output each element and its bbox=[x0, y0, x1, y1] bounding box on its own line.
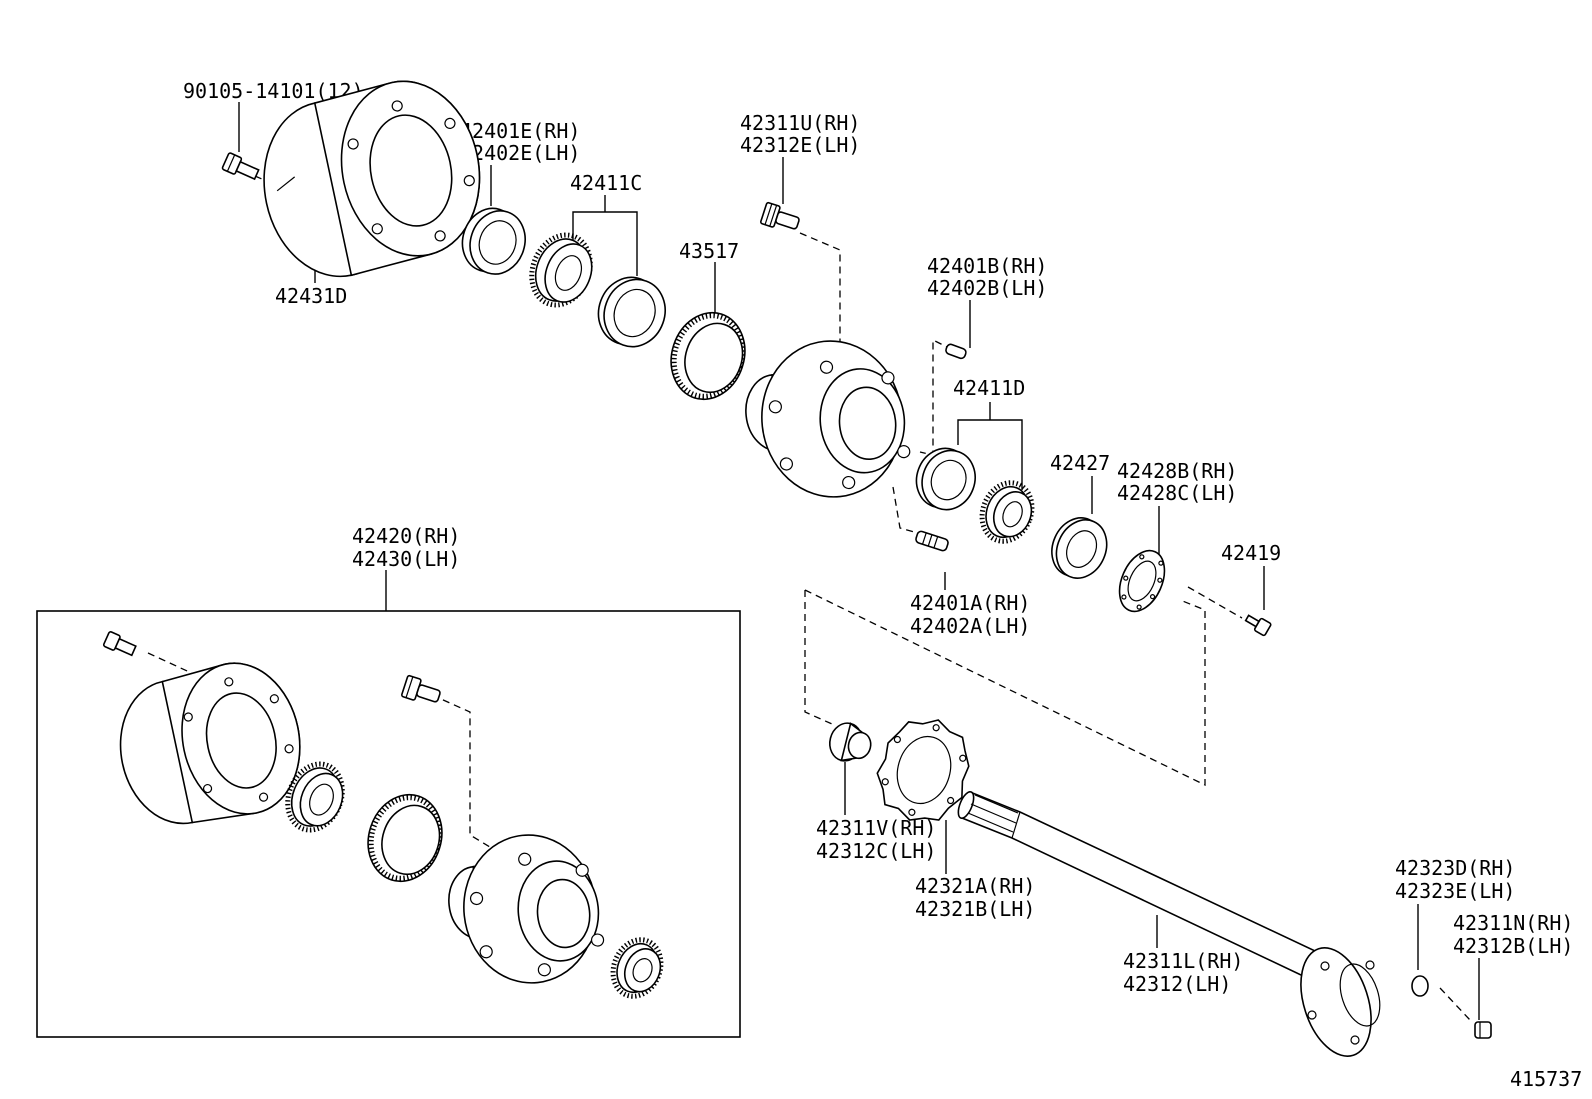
bearing-cone-42411c bbox=[529, 232, 593, 308]
axle-shaft-42311l bbox=[957, 790, 1381, 1057]
lock-washer-42428b bbox=[1118, 549, 1166, 613]
label-42311u: 42311U(RH) bbox=[740, 111, 860, 135]
label-42323e: 42323E(LH) bbox=[1395, 879, 1515, 903]
axle-hub bbox=[745, 340, 911, 498]
label-42312e: 42312E(LH) bbox=[740, 133, 860, 157]
label-42323d: 42323D(RH) bbox=[1395, 856, 1515, 880]
bearing-cup-42411c bbox=[597, 276, 666, 348]
abs-rotor-43517 bbox=[670, 311, 746, 401]
label-42402b: 42402B(LH) bbox=[927, 276, 1047, 300]
assembly-inner-bearing bbox=[610, 937, 664, 999]
bearing-cone-42411d bbox=[979, 480, 1035, 544]
label-42401e: 42401E(RH) bbox=[460, 119, 580, 143]
label-42430: 42430(LH) bbox=[352, 547, 460, 571]
label-42401b: 42401B(RH) bbox=[927, 254, 1047, 278]
label-42411c: 42411C bbox=[570, 171, 642, 195]
hub-bolt-42311u bbox=[760, 201, 800, 230]
label-42402a: 42402A(LH) bbox=[910, 614, 1030, 638]
label-42321b: 42321B(LH) bbox=[915, 897, 1035, 921]
label-42312c: 42312C(LH) bbox=[816, 839, 936, 863]
stud-42401a bbox=[915, 530, 949, 552]
label-42428c: 42428C(LH) bbox=[1117, 481, 1237, 505]
diagram-id: 415737 bbox=[1510, 1067, 1582, 1091]
label-42312: 42312(LH) bbox=[1123, 972, 1231, 996]
lock-nut-42427 bbox=[1051, 517, 1108, 579]
label-42401a: 42401A(RH) bbox=[910, 591, 1030, 615]
washer-42323d bbox=[1411, 975, 1429, 997]
assembly-abs-ring bbox=[367, 793, 443, 883]
label-42311n: 42311N(RH) bbox=[1453, 911, 1573, 935]
label-43517: 43517 bbox=[679, 239, 739, 263]
bolt-90105-14101 bbox=[221, 152, 260, 181]
oil-seal-42401e bbox=[461, 207, 526, 275]
label-42420: 42420(RH) bbox=[352, 524, 460, 548]
assembly-bearing-cone bbox=[285, 761, 345, 833]
leader-lines bbox=[238, 102, 1480, 1020]
label-42311v: 42311V(RH) bbox=[816, 816, 936, 840]
label-42311l: 42311L(RH) bbox=[1123, 949, 1243, 973]
label-42312b: 42312B(LH) bbox=[1453, 934, 1573, 958]
pin-42401b bbox=[945, 343, 967, 360]
assembly-bolt bbox=[102, 631, 137, 657]
screw-42419 bbox=[1244, 614, 1272, 637]
cone-42311v bbox=[829, 722, 872, 762]
assembly-hub-bolt bbox=[401, 674, 441, 703]
label-42427: 42427 bbox=[1050, 451, 1110, 475]
label-42419: 42419 bbox=[1221, 541, 1281, 565]
brake-drum-42431d bbox=[263, 80, 481, 278]
assembly-hub bbox=[448, 834, 605, 984]
label-42431d: 42431D bbox=[275, 284, 347, 308]
label-42428b: 42428B(RH) bbox=[1117, 459, 1237, 483]
label-42321a: 42321A(RH) bbox=[915, 874, 1035, 898]
part-labels: 90105-14101(12) 42431D 42401E(RH) 42402E… bbox=[183, 79, 1582, 1091]
nut-42311n bbox=[1474, 1021, 1492, 1039]
label-42411d: 42411D bbox=[953, 376, 1025, 400]
hub-drum-assembly-box bbox=[36, 610, 741, 1038]
label-42402e: 42402E(LH) bbox=[460, 141, 580, 165]
assembly-drum bbox=[119, 662, 301, 825]
assembly-guide-lines bbox=[147, 175, 1471, 1021]
gasket-42321a bbox=[876, 719, 970, 821]
bearing-cup-42411d bbox=[915, 447, 976, 511]
